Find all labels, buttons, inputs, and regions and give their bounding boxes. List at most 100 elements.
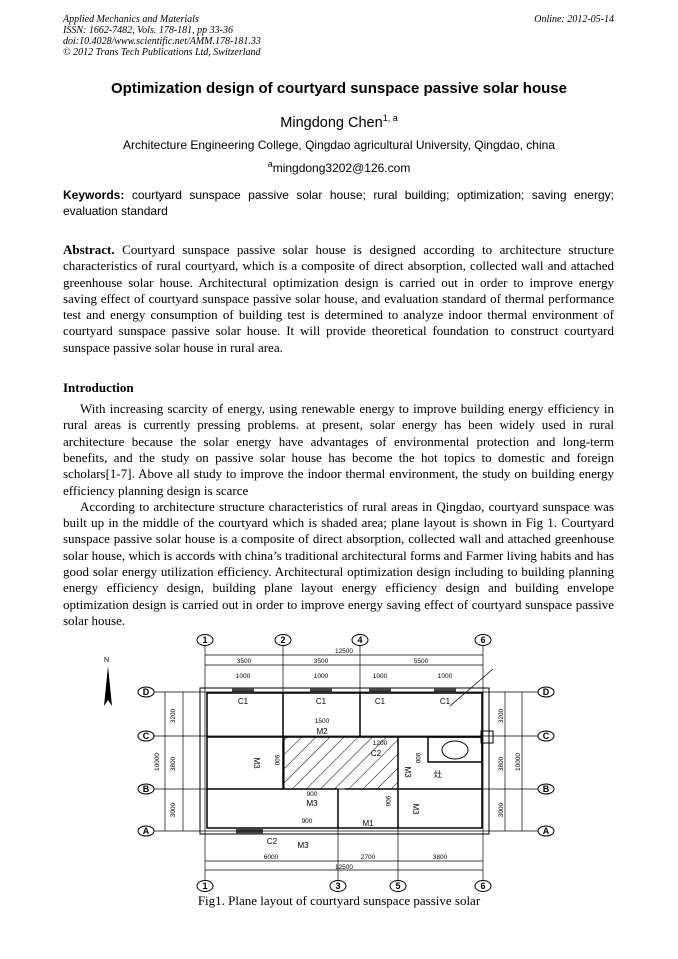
keywords-label: Keywords: <box>63 188 125 202</box>
svg-text:1000: 1000 <box>314 673 329 680</box>
north-arrow-icon <box>104 666 112 707</box>
abstract-label: Abstract. <box>63 242 115 257</box>
email-sup: a <box>267 159 273 169</box>
stove-icon <box>441 740 469 760</box>
keywords-text: courtyard sunspace passive solar house; … <box>63 188 614 218</box>
svg-text:2: 2 <box>280 635 285 645</box>
axis-bubble-top: 4 <box>351 634 369 647</box>
svg-text:1000: 1000 <box>373 673 388 680</box>
section-heading: Introduction <box>63 380 134 396</box>
svg-text:A: A <box>143 826 150 836</box>
journal-name: Applied Mechanics and Materials <box>63 14 199 25</box>
svg-text:D: D <box>143 687 150 697</box>
svg-text:10000: 10000 <box>154 753 161 771</box>
doi: doi:10.4028/www.scientific.net/AMM.178-1… <box>63 36 261 47</box>
svg-text:3000: 3000 <box>170 803 177 818</box>
svg-text:1000: 1000 <box>236 673 251 680</box>
svg-text:3: 3 <box>335 881 340 891</box>
svg-text:D: D <box>543 687 550 697</box>
svg-text:C1: C1 <box>238 697 249 706</box>
svg-text:3500: 3500 <box>314 658 329 665</box>
svg-text:6: 6 <box>480 881 485 891</box>
grid-lines <box>154 646 538 882</box>
dimension-labels: 12500 3500 3500 5500 1000 1000 1000 1000 C1 C1… <box>154 648 522 871</box>
svg-text:M2: M2 <box>316 727 328 736</box>
svg-text:3000: 3000 <box>498 803 505 818</box>
svg-text:M1: M1 <box>362 819 374 828</box>
svg-text:5: 5 <box>395 881 400 891</box>
outer-wall <box>199 687 490 835</box>
affiliation: Architecture Engineering College, Qingda… <box>122 138 555 152</box>
svg-text:M3: M3 <box>297 841 309 850</box>
svg-text:M3: M3 <box>411 804 420 816</box>
svg-text:3800: 3800 <box>433 854 448 861</box>
author-name: Mingdong Chen <box>280 115 383 131</box>
svg-text:12500: 12500 <box>335 864 353 871</box>
author: Mingdong Chen1, a <box>0 114 678 132</box>
figure-caption: Fig1. Plane layout of courtyard sunspace… <box>197 893 481 909</box>
svg-text:B: B <box>143 784 150 794</box>
svg-text:C1: C1 <box>440 697 451 706</box>
svg-text:M3: M3 <box>252 758 261 770</box>
svg-text:10000: 10000 <box>515 753 522 771</box>
svg-text:M3: M3 <box>403 767 412 779</box>
svg-text:6: 6 <box>480 635 485 645</box>
north-label: N <box>104 657 109 664</box>
svg-text:3800: 3800 <box>170 757 177 772</box>
axis-bubble-bottom: 5 <box>389 880 407 893</box>
svg-text:3800: 3800 <box>498 757 505 772</box>
svg-text:灶: 灶 <box>434 769 442 779</box>
axis-bubble-top: 6 <box>474 634 492 647</box>
svg-text:3500: 3500 <box>237 658 252 665</box>
svg-text:C1: C1 <box>375 697 386 706</box>
svg-text:5500: 5500 <box>414 658 429 665</box>
svg-text:C1: C1 <box>316 697 327 706</box>
issn: ISSN: 1662-7482, Vols. 178-181, pp 33-36 <box>63 25 233 36</box>
svg-text:1: 1 <box>202 635 207 645</box>
windows <box>232 688 456 835</box>
axis-bubble-top: 2 <box>274 634 292 647</box>
svg-text:6000: 6000 <box>264 854 279 861</box>
svg-text:900: 900 <box>384 796 391 807</box>
paper-title: Optimization design of courtyard sunspac… <box>111 80 567 97</box>
email: amingdong3202@126.com <box>0 160 678 176</box>
svg-text:2700: 2700 <box>361 854 376 861</box>
svg-text:4: 4 <box>357 635 362 645</box>
svg-text:900: 900 <box>307 791 318 798</box>
svg-text:900: 900 <box>273 755 280 766</box>
axis-bubble-bottom: 6 <box>474 880 492 893</box>
svg-text:C: C <box>143 731 150 741</box>
header-row: Applied Mechanics and Materials ISSN: 16… <box>63 14 614 58</box>
abstract-text: Courtyard sunspace passive solar house i… <box>63 242 615 355</box>
author-sup: 1, a <box>382 113 398 124</box>
svg-text:12500: 12500 <box>335 648 353 655</box>
svg-text:M3: M3 <box>306 799 318 808</box>
axis-bubble-bottom: 1 <box>196 880 214 893</box>
journal-header: Applied Mechanics and Materials ISSN: 16… <box>63 14 261 58</box>
svg-text:C2: C2 <box>267 837 278 846</box>
svg-text:1000: 1000 <box>438 673 453 680</box>
svg-text:1200: 1200 <box>373 740 388 747</box>
intro-paragraph-2: According to architecture structure char… <box>63 498 614 628</box>
leader-line <box>449 668 494 707</box>
keywords: Keywords: courtyard sunspace passive sol… <box>63 188 614 219</box>
column-marker <box>480 730 494 744</box>
svg-text:900: 900 <box>302 818 313 825</box>
svg-text:A: A <box>543 826 550 836</box>
svg-text:C: C <box>543 731 550 741</box>
svg-text:B: B <box>543 784 550 794</box>
axis-bubble-top: 1 <box>196 634 214 647</box>
svg-text:C2: C2 <box>371 749 382 758</box>
email-address: mingdong3202@126.com <box>272 161 411 175</box>
svg-text:900: 900 <box>414 753 421 764</box>
svg-text:1: 1 <box>202 881 207 891</box>
svg-text:1500: 1500 <box>315 718 330 725</box>
